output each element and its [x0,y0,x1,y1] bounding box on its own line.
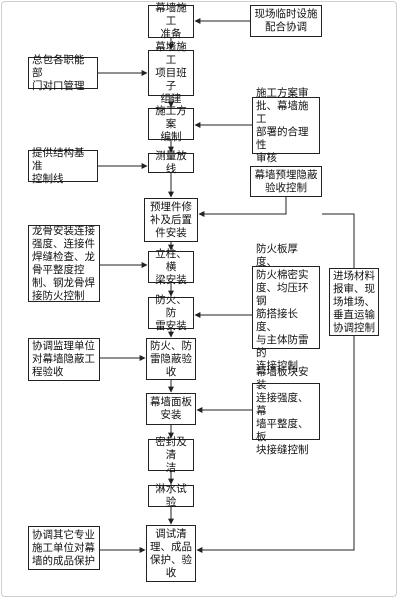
step-fire-lightning-acceptance: 防火、防 雷隐蔽验 收 [146,338,196,380]
step-embedded-parts: 预埋件修 补及后置 件安装 [144,198,198,242]
note-material-logistics: 进场材料 报审、现 场堆场、 垂直运输 协调控制 [329,268,379,336]
step-survey-setout: 测量放线 [148,150,194,175]
step-project-team: 幕墙施工 项目班子 组建 [148,41,194,105]
note-finished-protection: 协调其它专业 施工单位对幕 墙的成品保护 [28,526,100,570]
step-sealing-cleaning: 密封及清 洁 [148,436,194,474]
step-fire-lightning-install: 防火、防 雷安装 [148,294,194,332]
note-general-contractor: 总包各职能部 门对口管理 [28,54,98,92]
step-water-test: 淋水试验 [148,483,194,508]
step-construction-plan: 施工方案 编制 [148,105,194,143]
step-debug-acceptance: 调试清 理、成品 保护、验 收 [146,525,196,582]
note-fireproof-lightning-control: 防火板厚度、 防火棉密实 度、均压环钢 筋搭接长度、 与主体防雷的 连接控制 [252,243,320,372]
note-keel-control: 龙骨安装连接 强度、连接件 焊缝检查、龙 骨平整度控 制、钢龙骨焊 接防火控制 [28,225,100,302]
note-structural-baseline: 提供结构基准 控制线 [28,147,98,185]
note-panel-control: 幕墙板块安装 连接强度、幕 墙平整度、板 块接缝控制 [252,366,320,456]
note-temporary-facilities: 现场临时设施 配合协调 [250,5,322,37]
note-supervision-acceptance: 协调监理单位 对幕墙隐蔽工 程验收 [28,338,100,381]
step-curtain-wall-prep: 幕墙施工 准备 [148,2,194,40]
note-plan-review: 施工方案审 批、幕墙施工 部署的合理性 审核 [252,87,320,164]
step-mullion-transom: 立柱、横 梁安装 [148,248,194,286]
step-panel-install: 幕墙面板 安装 [146,393,196,425]
note-embedded-acceptance: 幕墙预埋隐蔽 验收控制 [250,166,322,197]
